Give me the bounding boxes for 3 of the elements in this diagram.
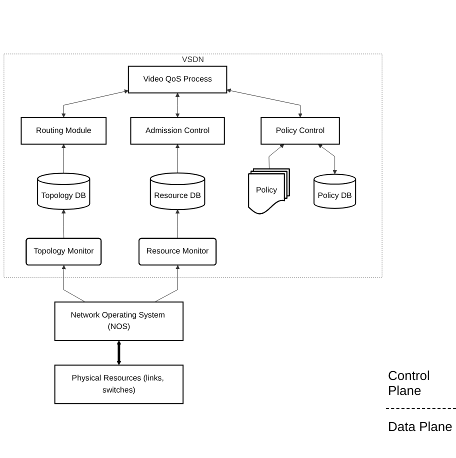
plane-label: Data Plane [387, 418, 454, 436]
arrow [116, 340, 122, 366]
plane-label: Control Plane [387, 367, 431, 400]
